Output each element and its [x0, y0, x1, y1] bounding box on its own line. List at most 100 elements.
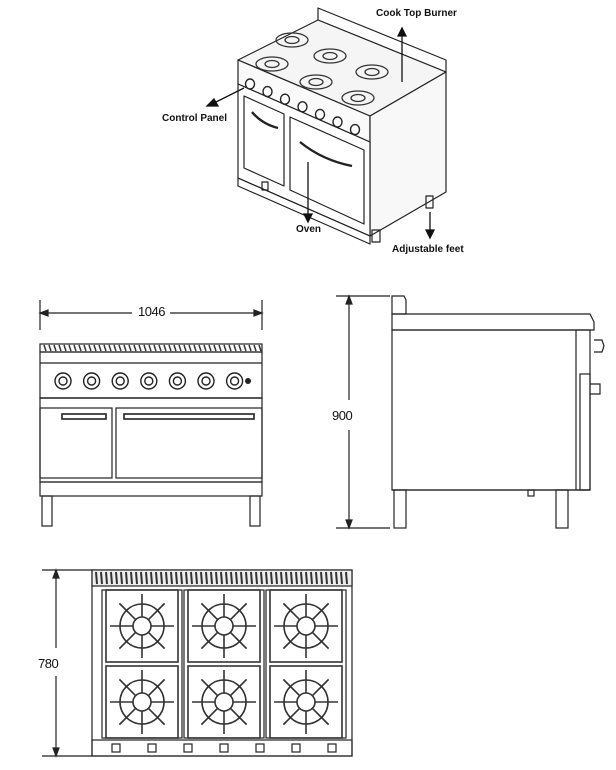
top-back-tick: [215, 571, 218, 585]
iso-burner-cap: [322, 51, 338, 61]
top-back-tick: [200, 571, 203, 585]
large-oven-door: [289, 116, 365, 225]
top-back-tick: [125, 571, 128, 585]
iso-burner-grate: [299, 74, 333, 90]
grate-tick: [213, 344, 217, 352]
height-dimension-label: 900: [332, 406, 353, 425]
foot-front: [371, 229, 381, 243]
grate-tick: [138, 344, 142, 352]
grate-tick: [93, 344, 97, 352]
top-back-tick: [260, 571, 263, 585]
top-back-tick: [110, 571, 113, 585]
cook-top-burner-label: Cook Top Burner: [376, 8, 457, 19]
top-grate-spoke: [200, 678, 219, 697]
top-back-tick: [115, 571, 118, 585]
side-upstand: [391, 295, 407, 315]
top-back-tick: [325, 571, 328, 585]
top-knob: [183, 743, 193, 753]
top-knob: [147, 743, 157, 753]
top-back-tick: [160, 571, 163, 585]
grate-tick: [148, 344, 152, 352]
side-door-profile: [579, 373, 591, 491]
side-bracket: [527, 489, 535, 497]
top-knob: [255, 743, 265, 753]
grate-tick: [223, 344, 227, 352]
top-grate-spoke: [311, 678, 330, 697]
top-back-tick: [280, 571, 283, 585]
iso-burner-grate: [341, 90, 375, 106]
top-burner-cap: [214, 692, 234, 712]
top-back-tick: [290, 571, 293, 585]
top-grate-spoke: [147, 707, 166, 726]
grate-tick: [168, 344, 172, 352]
top-grate-cell: [269, 589, 343, 663]
top-back-tick: [340, 571, 343, 585]
top-back-tick: [120, 571, 123, 585]
front-knob-center: [201, 376, 211, 386]
top-grate-spoke: [200, 602, 219, 621]
iso-control-knob: [349, 123, 361, 136]
top-back-tick: [130, 571, 133, 585]
side-knob-profile: [594, 339, 605, 353]
front-knob-center: [58, 376, 68, 386]
top-knob-group: [111, 743, 337, 753]
iso-control-knob: [314, 108, 326, 121]
top-knob: [291, 743, 301, 753]
top-back-tick: [335, 571, 338, 585]
top-back-tick: [245, 571, 248, 585]
iso-burner-cap: [308, 77, 324, 87]
grate-tick: [78, 344, 82, 352]
front-knob-center: [115, 376, 125, 386]
iso-burner-grate: [313, 48, 347, 64]
side-foot-front: [555, 489, 569, 529]
top-back-tick: [135, 571, 138, 585]
grate-tick: [208, 344, 212, 352]
adjustable-feet-label: Adjustable feet: [392, 244, 464, 255]
iso-burner-cap: [264, 59, 280, 69]
top-grate-cell: [187, 665, 261, 739]
grate-tick: [113, 344, 117, 352]
front-knob-group: [54, 372, 244, 390]
grate-tick: [193, 344, 197, 352]
top-back-tick: [330, 571, 333, 585]
top-back-ticks: [95, 571, 348, 585]
top-back-tick: [140, 571, 143, 585]
top-back-tick: [165, 571, 168, 585]
iso-burner-group: [255, 32, 389, 106]
front-knob-center: [86, 376, 97, 386]
front-knob-center: [172, 376, 183, 386]
top-knob: [111, 743, 121, 753]
top-back-tick: [185, 571, 188, 585]
grate-tick: [53, 344, 57, 352]
top-back-tick: [180, 571, 183, 585]
side-body: [391, 329, 577, 491]
iso-burner-grate: [255, 56, 289, 72]
top-back-tick: [300, 571, 303, 585]
top-grate-spoke: [118, 602, 137, 621]
iso-knob-group: [244, 78, 361, 136]
grate-tick: [198, 344, 202, 352]
top-back-tick: [150, 571, 153, 585]
top-back-tick: [345, 571, 348, 585]
top-grate-cell: [105, 589, 179, 663]
top-back-tick: [295, 571, 298, 585]
top-back-tick: [95, 571, 98, 585]
width-dimension-label: 1046: [136, 304, 167, 319]
grate-tick: [203, 344, 207, 352]
grate-tick: [133, 344, 137, 352]
control-panel-label: Control Panel: [162, 113, 228, 124]
top-grate-spoke: [118, 707, 137, 726]
grate-tick: [153, 344, 157, 352]
grate-tick: [233, 344, 237, 352]
top-grate-spoke: [200, 631, 219, 650]
dim-height-arrow-top: [345, 294, 353, 305]
top-back-tick: [235, 571, 238, 585]
grate-tick: [88, 344, 92, 352]
top-back-tick: [275, 571, 278, 585]
grate-tick: [68, 344, 72, 352]
grate-tick: [173, 344, 177, 352]
top-back-tick: [175, 571, 178, 585]
top-burner-cap: [132, 616, 152, 636]
top-back-tick: [305, 571, 308, 585]
